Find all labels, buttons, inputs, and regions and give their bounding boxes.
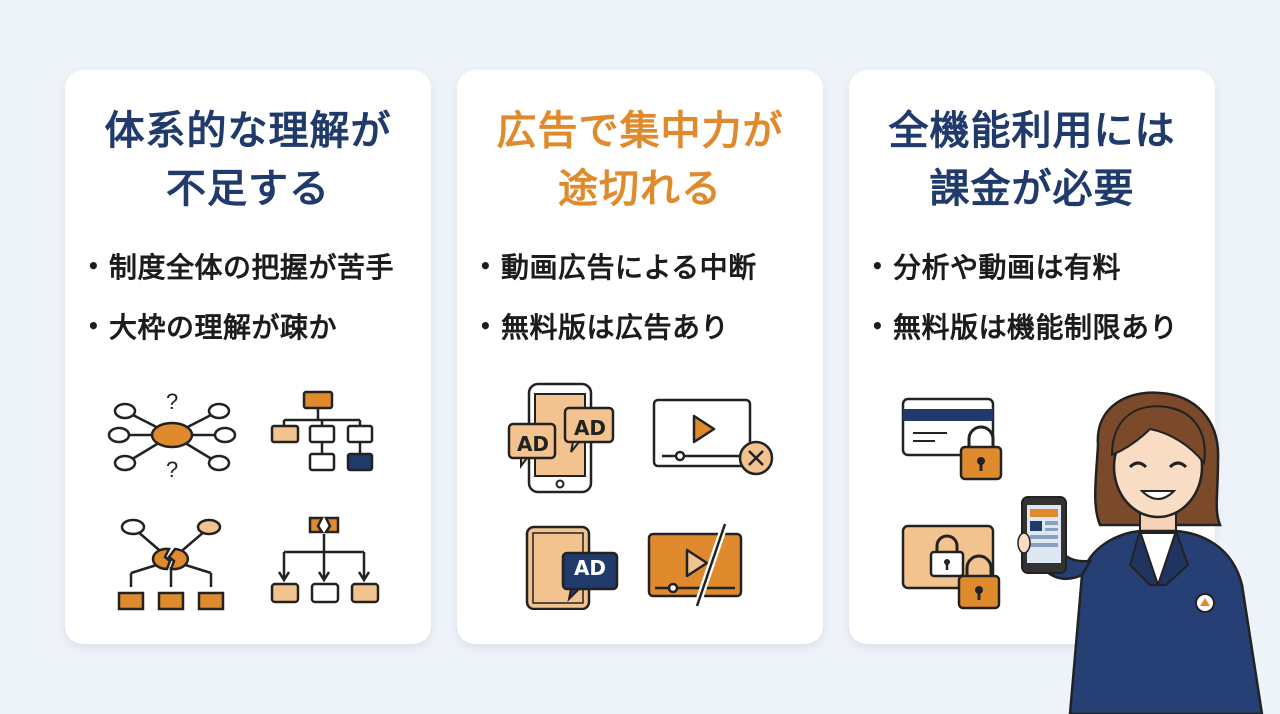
broken-tree-icon [270,516,380,604]
card-title-line-2: 課金が必要 [929,166,1135,212]
bullet-item: 制度全体の把握が苦手 [87,252,427,312]
card-title-line-1: 広告で集中力が [496,108,784,154]
card-title: 体系的な理解が 不足する [65,102,431,218]
video-slash-icon [647,522,743,607]
ad-label: AD [573,416,607,440]
card-title: 全機能利用には 課金が必要 [849,102,1215,218]
card-title-line-1: 体系的な理解が [104,108,392,154]
mind-map-question-icon: ? ? [107,389,237,482]
bullet-item: 無料版は機能制限あり [871,312,1211,372]
double-lock-icon [901,524,1001,610]
broken-hub-icon [117,518,225,611]
credit-card-lock-icon [901,397,1003,481]
svg-text:?: ? [166,389,178,414]
card-ad-interruption: 広告で集中力が 途切れる 動画広告による中断 無料版は広告あり AD AD AD [457,70,823,644]
bullet-list: 分析や動画は有料 無料版は機能制限あり [871,252,1211,372]
card-title-line-2: 不足する [166,166,330,212]
card-title: 広告で集中力が 途切れる [457,102,823,218]
ad-label: AD [573,556,607,580]
bullet-item: 無料版は広告あり [479,312,819,372]
bullet-item: 分析や動画は有料 [871,252,1211,312]
flowchart-icon [270,390,374,472]
bullet-item: 動画広告による中断 [479,252,819,312]
card-title-line-1: 全機能利用には [888,108,1176,154]
bullet-list: 制度全体の把握が苦手 大枠の理解が疎か [87,252,427,372]
presenter-illustration [1017,391,1264,714]
ad-label: AD [516,432,550,456]
bullet-item: 大枠の理解が疎か [87,312,427,372]
bullet-list: 動画広告による中断 無料版は広告あり [479,252,819,372]
tablet-ad-icon [525,525,619,610]
card-systematic-understanding: 体系的な理解が 不足する 制度全体の把握が苦手 大枠の理解が疎か ? ? [65,70,431,644]
card-title-line-2: 途切れる [558,166,722,212]
phone-ad-icon [507,382,615,494]
svg-text:?: ? [166,457,178,482]
video-blocked-icon [652,398,774,476]
